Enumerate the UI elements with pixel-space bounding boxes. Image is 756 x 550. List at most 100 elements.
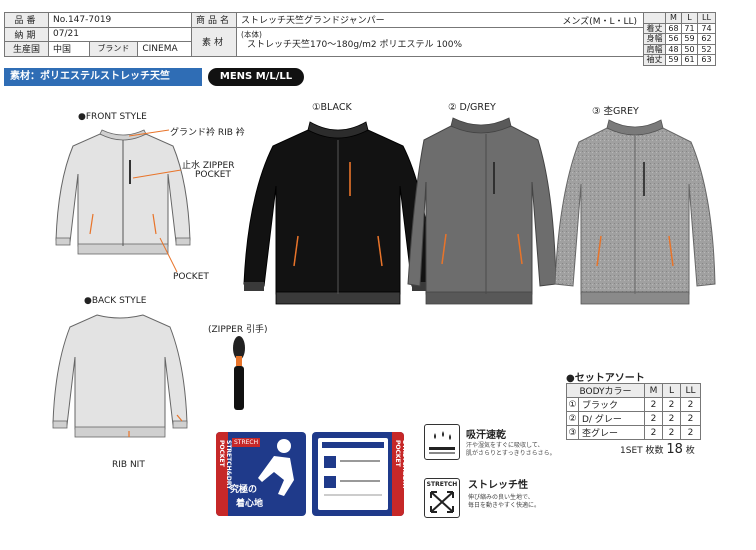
product-name: ストレッチ天竺グランドジャンパー [241, 16, 385, 27]
size-value: 59 [681, 33, 698, 45]
text-line [340, 480, 380, 482]
arrows-out-icon [430, 491, 454, 513]
pocket-label: POCKET [173, 272, 209, 282]
set-row-value: 2 [680, 411, 701, 426]
color-label-dgrey: ② D/GREY [448, 102, 496, 113]
text-line [324, 494, 382, 496]
stretch-icon: STRETCH [424, 478, 460, 518]
hangtag-back-bar [322, 442, 384, 448]
size-value: 63 [697, 54, 716, 66]
product-name-label: 商品名 [190, 12, 238, 28]
size-header-l: L [681, 12, 698, 24]
set-row-value: 2 [644, 397, 663, 412]
jacket-black [243, 121, 433, 305]
hangtag-back: STRETCH&DRY POCKET [312, 432, 404, 516]
brand: CINEMA [137, 41, 192, 57]
material-main: (本体) [241, 29, 262, 39]
size-header-blank [643, 12, 666, 24]
size-row: 着丈 68 71 74 [643, 22, 716, 34]
size-value: 74 [697, 22, 716, 34]
size-row: 袖丈 59 61 63 [643, 54, 716, 66]
hangtag-catch-1: 究極の [230, 485, 258, 495]
size-row-label: 肩幅 [643, 43, 666, 55]
color-label-mgrey: ③ 杢GREY [592, 106, 639, 117]
date-label: 納期 [4, 26, 49, 42]
set-assort-title: ●セットアソート [566, 373, 645, 384]
back-style-flat-sketch [52, 314, 188, 438]
size-value: 48 [665, 43, 682, 55]
set-header-body: BODYカラー [566, 383, 645, 398]
stretch-desc-2: 毎日を動きやすく快適に。 [468, 502, 541, 509]
set-total-count: 18 [666, 442, 683, 457]
mens-size-tag: MENS M/L/LL [208, 68, 304, 86]
set-total: 1SET 枚数 18 枚 [620, 442, 695, 457]
fabric-tag: 素材：ポリエステルストレッチ天竺 [4, 68, 202, 86]
stretch-icon-text: STRETCH [426, 481, 458, 488]
set-row-no: ③ [566, 425, 579, 440]
hangtag-front: STRETCH&DRY POCKET STRECH 究極の 着心地 [216, 432, 306, 516]
zipper-pocket-label-2: POCKET [195, 170, 231, 180]
material-label: 素材 [190, 26, 238, 57]
stretch-title: ストレッチ性 [468, 480, 528, 491]
size-value: 56 [665, 33, 682, 45]
set-header-ll: LL [680, 383, 701, 398]
hangtag-stripe [392, 432, 404, 516]
size-value: 61 [681, 54, 698, 66]
quick-dry-icon [424, 424, 460, 460]
set-row: ② D/ グレー 2 2 2 [566, 411, 701, 426]
origin: 中国 [48, 41, 90, 57]
item-no: No.147-7019 [48, 12, 192, 28]
droplets-icon [429, 431, 455, 454]
runner-figure-icon [258, 439, 294, 496]
set-row-value: 2 [680, 397, 701, 412]
origin-label: 生産国 [4, 41, 49, 57]
collar-label: グランド衿 RIB 衿 [170, 128, 245, 138]
callout-lines [128, 129, 182, 273]
material-cell: (本体) ストレッチ天竺170〜180g/m2 ポリエステル 100% [236, 26, 645, 57]
hangtag-catch-2: 着心地 [236, 499, 264, 509]
set-row-value: 2 [662, 397, 681, 412]
size-header-m: M [665, 12, 682, 24]
set-row: ③ 杢グレー 2 2 2 [566, 425, 701, 440]
set-row-value: 2 [644, 411, 663, 426]
set-header-l: L [662, 383, 681, 398]
zipper-pull-icon [233, 336, 245, 410]
stretch-mini-icon [324, 476, 336, 488]
set-total-prefix: 1SET 枚数 [620, 446, 664, 456]
quick-dry-title: 吸汗速乾 [466, 430, 506, 441]
quick-dry-desc-1: 汗や湿気をすぐに吸収して、 [466, 442, 544, 449]
set-row-no: ① [566, 397, 579, 412]
zipper-pocket-label-1: 止水 ZIPPER [182, 161, 235, 171]
set-total-suffix: 枚 [685, 446, 695, 456]
jacket-dgrey [407, 117, 556, 305]
size-header-ll: LL [697, 12, 716, 24]
set-row-value: 2 [662, 425, 681, 440]
zipper-pull-label: (ZIPPER 引手) [208, 325, 268, 335]
spec-header-table: 品番 No.147-7019 商品名 ストレッチ天竺グランドジャンパー メンズ(… [4, 12, 645, 57]
set-row-value: 2 [662, 411, 681, 426]
item-no-label: 品番 [4, 12, 49, 28]
set-row: ① ブラック 2 2 2 [566, 397, 701, 412]
date: 07/21 [48, 26, 192, 42]
size-row-label: 身幅 [643, 33, 666, 45]
hangtag-badge: STRECH [232, 438, 261, 447]
hangtag-vertical-text: STRETCH&DRY POCKET [218, 440, 232, 490]
size-value: 62 [697, 33, 716, 45]
set-row-no: ② [566, 411, 579, 426]
front-style-label: ●FRONT STYLE [78, 112, 147, 122]
set-row-value: 2 [680, 425, 701, 440]
back-style-label: ●BACK STYLE [84, 296, 147, 306]
hangtag-stripe [216, 432, 228, 516]
front-style-flat-sketch [55, 129, 191, 255]
gender-sizes: メンズ(M・L・LL) [562, 17, 638, 27]
size-value: 50 [681, 43, 698, 55]
quick-dry-mini-icon [324, 456, 336, 468]
size-value: 59 [665, 54, 682, 66]
rib-nit-label: RIB NIT [112, 460, 145, 470]
hangtag-back-panel [318, 438, 388, 510]
size-row-label: 袖丈 [643, 54, 666, 66]
color-label-black: ①BLACK [312, 102, 352, 113]
hangtag-back-vertical-text: STRETCH&DRY POCKET [394, 440, 404, 490]
jacket-mgrey [554, 119, 716, 305]
size-table: M L LL 着丈 68 71 74 身幅 56 59 62 肩幅 48 50 … [643, 12, 716, 66]
